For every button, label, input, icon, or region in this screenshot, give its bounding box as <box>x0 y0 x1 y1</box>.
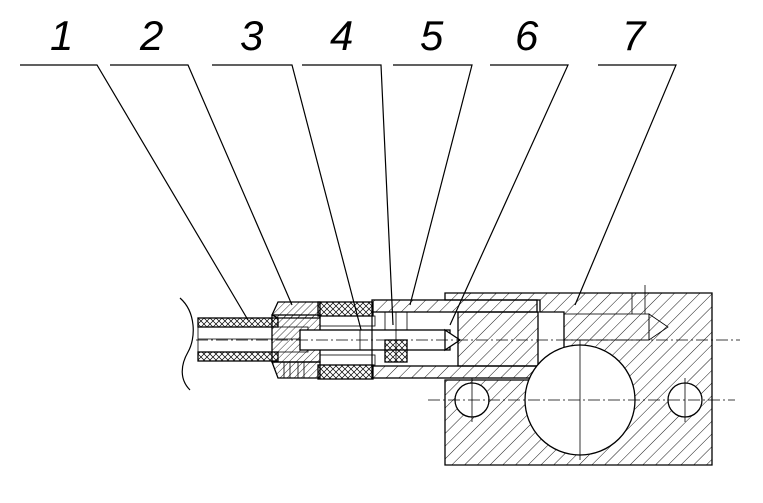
bushing-part-6 <box>457 311 565 367</box>
sleeve-part-3 <box>317 301 376 380</box>
callout-2-label: 2 <box>139 12 163 59</box>
callout-1-label: 1 <box>50 12 73 59</box>
callout-labels: 1 2 3 4 5 6 7 <box>50 12 647 59</box>
leader-line-4 <box>302 64 394 326</box>
callout-3-label: 3 <box>240 12 263 59</box>
callout-5-label: 5 <box>420 12 444 59</box>
leader-line-6 <box>449 64 569 326</box>
leader-line-3 <box>212 64 366 346</box>
leader-line-1 <box>20 64 249 321</box>
callout-4-label: 4 <box>330 12 353 59</box>
cable-break-line <box>179 297 194 391</box>
leader-line-5 <box>393 64 473 306</box>
callout-7-label: 7 <box>622 12 647 59</box>
housing-part-5 <box>371 299 538 379</box>
callout-6-label: 6 <box>515 12 539 59</box>
leader-lines <box>20 64 677 346</box>
leader-line-7 <box>574 64 677 306</box>
leader-line-2 <box>110 64 293 306</box>
pin-rod <box>299 328 462 352</box>
